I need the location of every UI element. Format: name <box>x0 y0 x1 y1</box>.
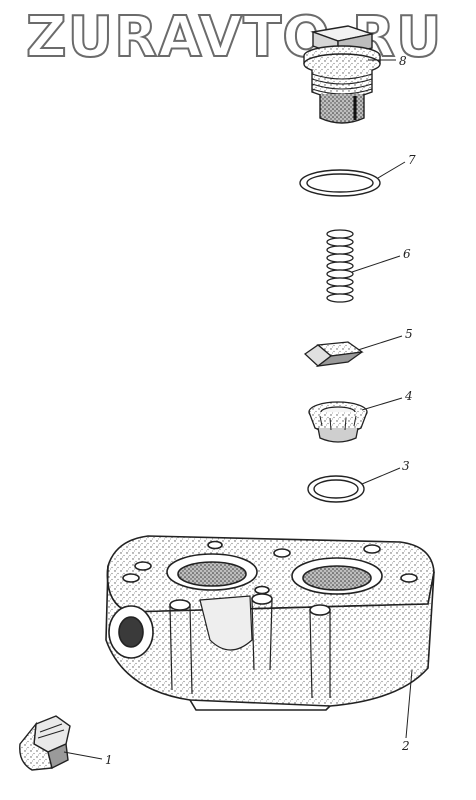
valve-plate-icon <box>303 341 364 367</box>
leader-line-5 <box>357 335 403 351</box>
leader-line-1 <box>63 751 103 760</box>
valve-seat-icon <box>308 401 368 443</box>
part-number-3: 3 <box>402 459 410 473</box>
leader-line-4 <box>361 397 403 411</box>
leader-line-6 <box>351 255 401 273</box>
valve-body-icon <box>105 535 435 711</box>
part-number-8: 8 <box>399 54 407 68</box>
part-number-6: 6 <box>403 247 411 261</box>
leader-line-7 <box>377 161 406 179</box>
spring-icon <box>326 229 354 303</box>
part-number-5: 5 <box>405 327 413 341</box>
part-number-1: 1 <box>105 753 113 767</box>
leader-line-3 <box>361 467 401 485</box>
valve-plug-icon <box>303 25 381 124</box>
part-number-2: 2 <box>401 739 410 753</box>
leader-line-2 <box>405 669 413 739</box>
sealing-ring-icon <box>307 475 365 503</box>
part-number-7: 7 <box>408 153 416 167</box>
part-number-4: 4 <box>404 389 413 403</box>
gasket-icon <box>299 169 381 197</box>
plug-icon <box>19 715 71 771</box>
